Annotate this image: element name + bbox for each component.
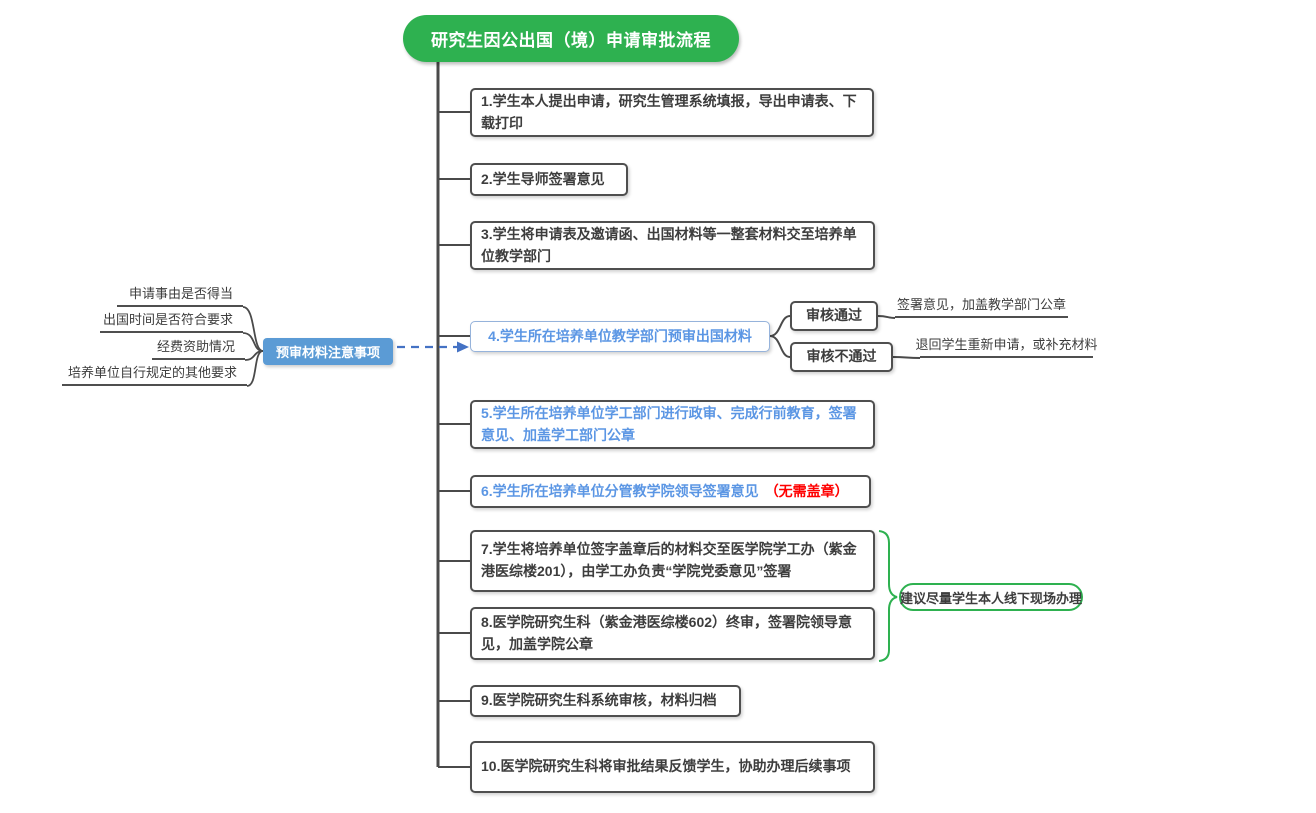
step-5-label: 5.学生所在培养单位学工部门进行政审、完成行前教育，签署意见、加盖学工部门公章 <box>481 404 857 443</box>
step-4-label: 4.学生所在培养单位教学部门预审出国材料 <box>488 327 752 344</box>
step-10-label: 10.医学院研究生科将审批结果反馈学生，协助办理后续事项 <box>481 758 851 775</box>
step-2-label: 2.学生导师签署意见 <box>481 170 605 187</box>
review-fail-result-leaf[interactable]: 退回学生重新申请，或补充材料 <box>916 337 1098 358</box>
step-node-10[interactable]: 10.医学院研究生科将审批结果反馈学生，协助办理后续事项 <box>470 741 875 793</box>
root-node[interactable]: 研究生因公出国（境）申请审批流程 <box>403 15 739 62</box>
step-node-8[interactable]: 8.医学院研究生科（紫金港医综楼602）终审，签署院领导意见，加盖学院公章 <box>470 607 875 660</box>
review-fail-node[interactable]: 审核不通过 <box>790 342 893 372</box>
precheck-item-3[interactable]: 经费资助情况 <box>152 339 245 360</box>
step-1-label: 1.学生本人提出申请，研究生管理系统填报，导出申请表、下载打印 <box>481 92 857 131</box>
step-8-label: 8.医学院研究生科（紫金港医综楼602）终审，签署院领导意见，加盖学院公章 <box>481 613 853 652</box>
step-node-2[interactable]: 2.学生导师签署意见 <box>470 163 628 196</box>
step-node-4[interactable]: 4.学生所在培养单位教学部门预审出国材料 <box>470 321 770 352</box>
step-node-5[interactable]: 5.学生所在培养单位学工部门进行政审、完成行前教育，签署意见、加盖学工部门公章 <box>470 400 875 449</box>
review-pass-result-leaf[interactable]: 签署意见，加盖教学部门公章 <box>895 297 1068 318</box>
step-node-7[interactable]: 7.学生将培养单位签字盖章后的材料交至医学院学工办（紫金港医综楼201），由学工… <box>470 530 875 592</box>
step-6-label: 6.学生所在培养单位分管教学院领导签署意见 <box>481 482 759 499</box>
suggestion-brace <box>878 530 898 662</box>
suggestion-note[interactable]: 建议尽量学生本人线下现场办理 <box>899 583 1083 611</box>
review-pass-node[interactable]: 审核通过 <box>790 301 878 331</box>
precheck-item-2[interactable]: 出国时间是否符合要求 <box>100 312 243 333</box>
dashed-arrow <box>397 341 469 353</box>
review-branch-curves <box>769 315 921 359</box>
step-node-9[interactable]: 9.医学院研究生科系统审核，材料归档 <box>470 685 741 717</box>
precheck-notes-node[interactable]: 预审材料注意事项 <box>263 338 393 365</box>
step-9-label: 9.医学院研究生科系统审核，材料归档 <box>481 692 717 709</box>
left-branch-curves <box>242 306 264 387</box>
step-node-6[interactable]: 6.学生所在培养单位分管教学院领导签署意见 （无需盖章） <box>470 475 871 508</box>
precheck-item-1[interactable]: 申请事由是否得当 <box>117 286 243 307</box>
step-7-label: 7.学生将培养单位签字盖章后的材料交至医学院学工办（紫金港医综楼201），由学工… <box>481 541 857 579</box>
step-connectors <box>438 111 470 768</box>
step-node-3[interactable]: 3.学生将申请表及邀请函、出国材料等一整套材料交至培养单位教学部门 <box>470 221 875 270</box>
step-6-no-seal-note: （无需盖章） <box>764 482 849 499</box>
review-pass-label: 审核通过 <box>806 307 862 324</box>
review-fail-label: 审核不通过 <box>806 348 877 365</box>
step-3-label: 3.学生将申请表及邀请函、出国材料等一整套材料交至培养单位教学部门 <box>481 225 857 264</box>
step-node-1[interactable]: 1.学生本人提出申请，研究生管理系统填报，导出申请表、下载打印 <box>470 88 874 137</box>
precheck-item-4[interactable]: 培养单位自行规定的其他要求 <box>62 365 247 386</box>
